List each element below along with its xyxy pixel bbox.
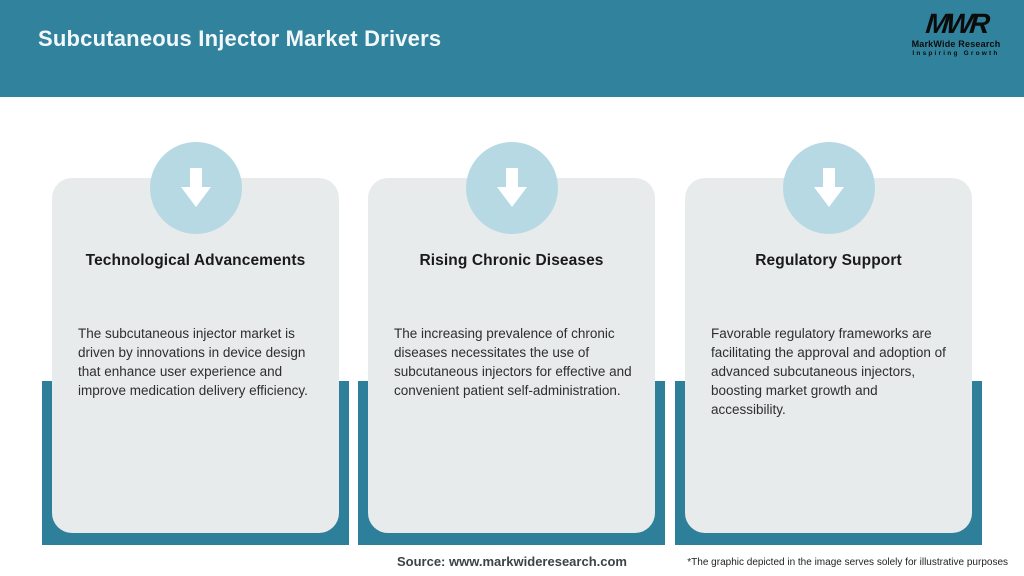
logo-tagline: Inspiring Growth: [912, 50, 1000, 57]
card-panel: Regulatory Support Favorable regulatory …: [685, 178, 972, 533]
card-body-text: The subcutaneous injector market is driv…: [78, 326, 308, 398]
card-body-text: Favorable regulatory frameworks are faci…: [711, 326, 946, 417]
card-title: Rising Chronic Diseases: [419, 252, 604, 269]
card-body-text: The increasing prevalence of chronic dis…: [394, 326, 632, 398]
driver-card-technological-advancements: Technological Advancements The subcutane…: [42, 140, 349, 546]
card-panel: Technological Advancements The subcutane…: [52, 178, 339, 533]
disclaimer-text: *The graphic depicted in the image serve…: [687, 557, 1008, 568]
markwide-research-logo: MWR MarkWide Research Inspiring Growth: [904, 8, 1008, 58]
card-title: Technological Advancements: [85, 252, 306, 269]
down-arrow-icon: [782, 142, 875, 234]
header-band: Subcutaneous Injector Market Drivers MWR…: [0, 0, 1024, 97]
source-text: Source: www.markwideresearch.com: [396, 554, 627, 569]
card-title: Regulatory Support: [755, 252, 902, 269]
card-panel: Rising Chronic Diseases The increasing p…: [368, 178, 655, 533]
page-title: Subcutaneous Injector Market Drivers: [38, 26, 442, 51]
logo-monogram: MWR: [923, 8, 989, 39]
driver-card-rising-chronic-diseases: Rising Chronic Diseases The increasing p…: [358, 140, 665, 546]
logo-name: MarkWide Research: [911, 39, 1001, 49]
driver-card-regulatory-support: Regulatory Support Favorable regulatory …: [675, 140, 982, 546]
down-arrow-icon: [465, 142, 558, 234]
down-arrow-icon: [149, 142, 242, 234]
